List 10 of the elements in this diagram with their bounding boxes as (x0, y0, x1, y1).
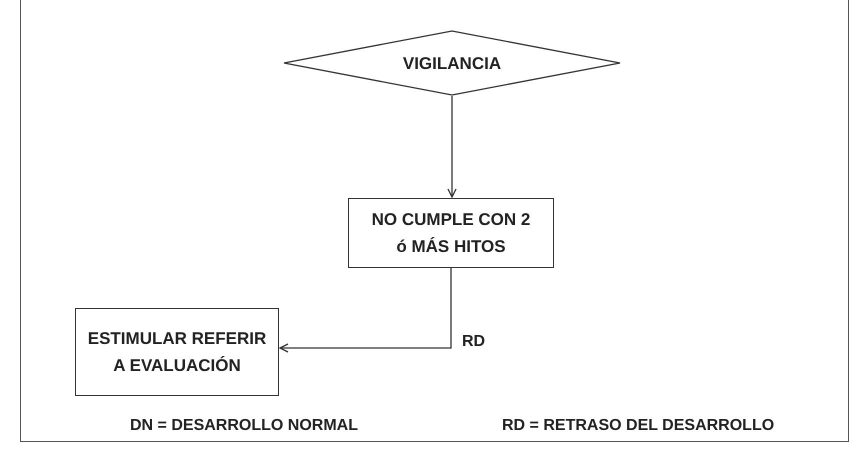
legend-note: DN = DESARROLLO NORMAL (130, 416, 358, 436)
node-label: VIGILANCIA (402, 52, 502, 74)
arrow (447, 96, 457, 198)
arrow (279, 268, 452, 353)
legend-note: RD = RETRASO DEL DESARROLLO (502, 416, 774, 436)
node-label: NO CUMPLE CON 2 ó MÁS HITOS (371, 209, 531, 258)
process-box (75, 308, 279, 396)
process-box (348, 198, 554, 268)
node-label: ESTIMULAR REFERIR A EVALUACIÓN (86, 328, 268, 377)
decision-diamond (283, 30, 621, 96)
